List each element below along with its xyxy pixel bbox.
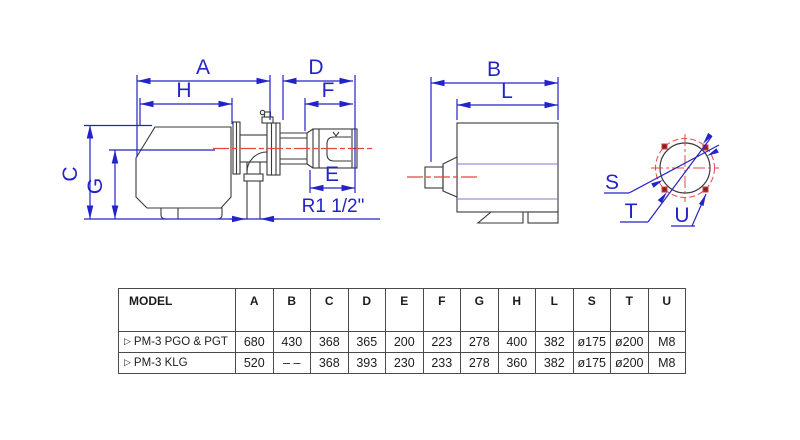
dim-label-e: E: [325, 163, 339, 186]
column-header-f: F: [422, 288, 461, 332]
value-cell: 223: [422, 331, 461, 353]
dim-label-d: D: [308, 56, 323, 79]
value-cell: 360: [497, 352, 536, 374]
dim-label-a: A: [196, 56, 210, 79]
column-header-c: C: [310, 288, 349, 332]
model-name: PM-3 KLG: [133, 357, 188, 369]
value-cell: M8: [647, 331, 686, 353]
dim-label-s: S: [605, 171, 619, 194]
flange-view: [604, 132, 720, 227]
side-view-dimensions: [84, 75, 380, 223]
dimensions-table: MODEL A B C D E F G H L S T U ▷PM-3 PGO …: [118, 288, 686, 374]
value-cell: ø200: [610, 352, 649, 374]
dim-label-c: C: [59, 166, 82, 181]
value-cell: 430: [272, 331, 311, 353]
model-cell: ▷PM-3 PGO & PGT: [118, 331, 236, 353]
value-cell: ø175: [572, 352, 611, 374]
column-header-s: S: [572, 288, 611, 332]
dim-label-g: G: [84, 178, 107, 194]
model-name: PM-3 PGO & PGT: [133, 336, 228, 348]
dim-label-t: T: [625, 200, 638, 223]
column-header-l: L: [535, 288, 574, 332]
value-cell: 368: [310, 352, 349, 374]
value-cell: 520: [235, 352, 274, 374]
flange-leader-arrows: [651, 132, 719, 206]
technical-drawing: A D H F C G E R1 1/2" B L: [59, 56, 720, 227]
pipe-thread-note: R1 1/2": [302, 196, 365, 217]
dim-label-h: H: [176, 79, 191, 102]
value-cell: 230: [385, 352, 424, 374]
row-marker-icon: ▷: [124, 336, 131, 346]
value-cell: 400: [497, 331, 536, 353]
dim-label-u: U: [674, 204, 689, 227]
row-marker-icon: ▷: [124, 357, 131, 367]
column-header-u: U: [647, 288, 686, 332]
table-header-row: MODEL A B C D E F G H L S T U: [118, 288, 686, 332]
value-cell: 382: [535, 331, 574, 353]
value-cell: ø175: [572, 331, 611, 353]
dim-label-l: L: [501, 80, 513, 103]
flange-crosshair: [651, 134, 719, 202]
front-view-dimensions: [430, 77, 559, 162]
value-cell: 368: [310, 331, 349, 353]
front-view-outline: [424, 122, 559, 224]
value-cell: 393: [347, 352, 386, 374]
value-cell: 365: [347, 331, 386, 353]
value-cell: ø200: [610, 331, 649, 353]
dim-label-f: F: [322, 79, 335, 102]
dim-label-b: B: [487, 58, 501, 81]
value-cell: 278: [460, 331, 499, 353]
column-header-b: B: [272, 288, 311, 332]
value-cell: 200: [385, 331, 424, 353]
column-header-t: T: [610, 288, 649, 332]
value-cell: 382: [535, 352, 574, 374]
column-header-h: H: [497, 288, 536, 332]
value-cell: 233: [422, 352, 461, 374]
table-row: ▷PM-3 KLG 520 – – 368 393 230 233 278 36…: [118, 352, 686, 374]
value-cell: M8: [647, 352, 686, 374]
table-row: ▷PM-3 PGO & PGT 680 430 368 365 200 223 …: [118, 331, 686, 353]
model-cell: ▷PM-3 KLG: [118, 352, 236, 374]
value-cell: 680: [235, 331, 274, 353]
column-header-e: E: [385, 288, 424, 332]
column-header-a: A: [235, 288, 274, 332]
front-view-inner-lines: [457, 163, 558, 200]
column-header-d: D: [347, 288, 386, 332]
value-cell: – –: [272, 352, 311, 374]
value-cell: 278: [460, 352, 499, 374]
column-header-model: MODEL: [118, 288, 236, 332]
column-header-g: G: [460, 288, 499, 332]
